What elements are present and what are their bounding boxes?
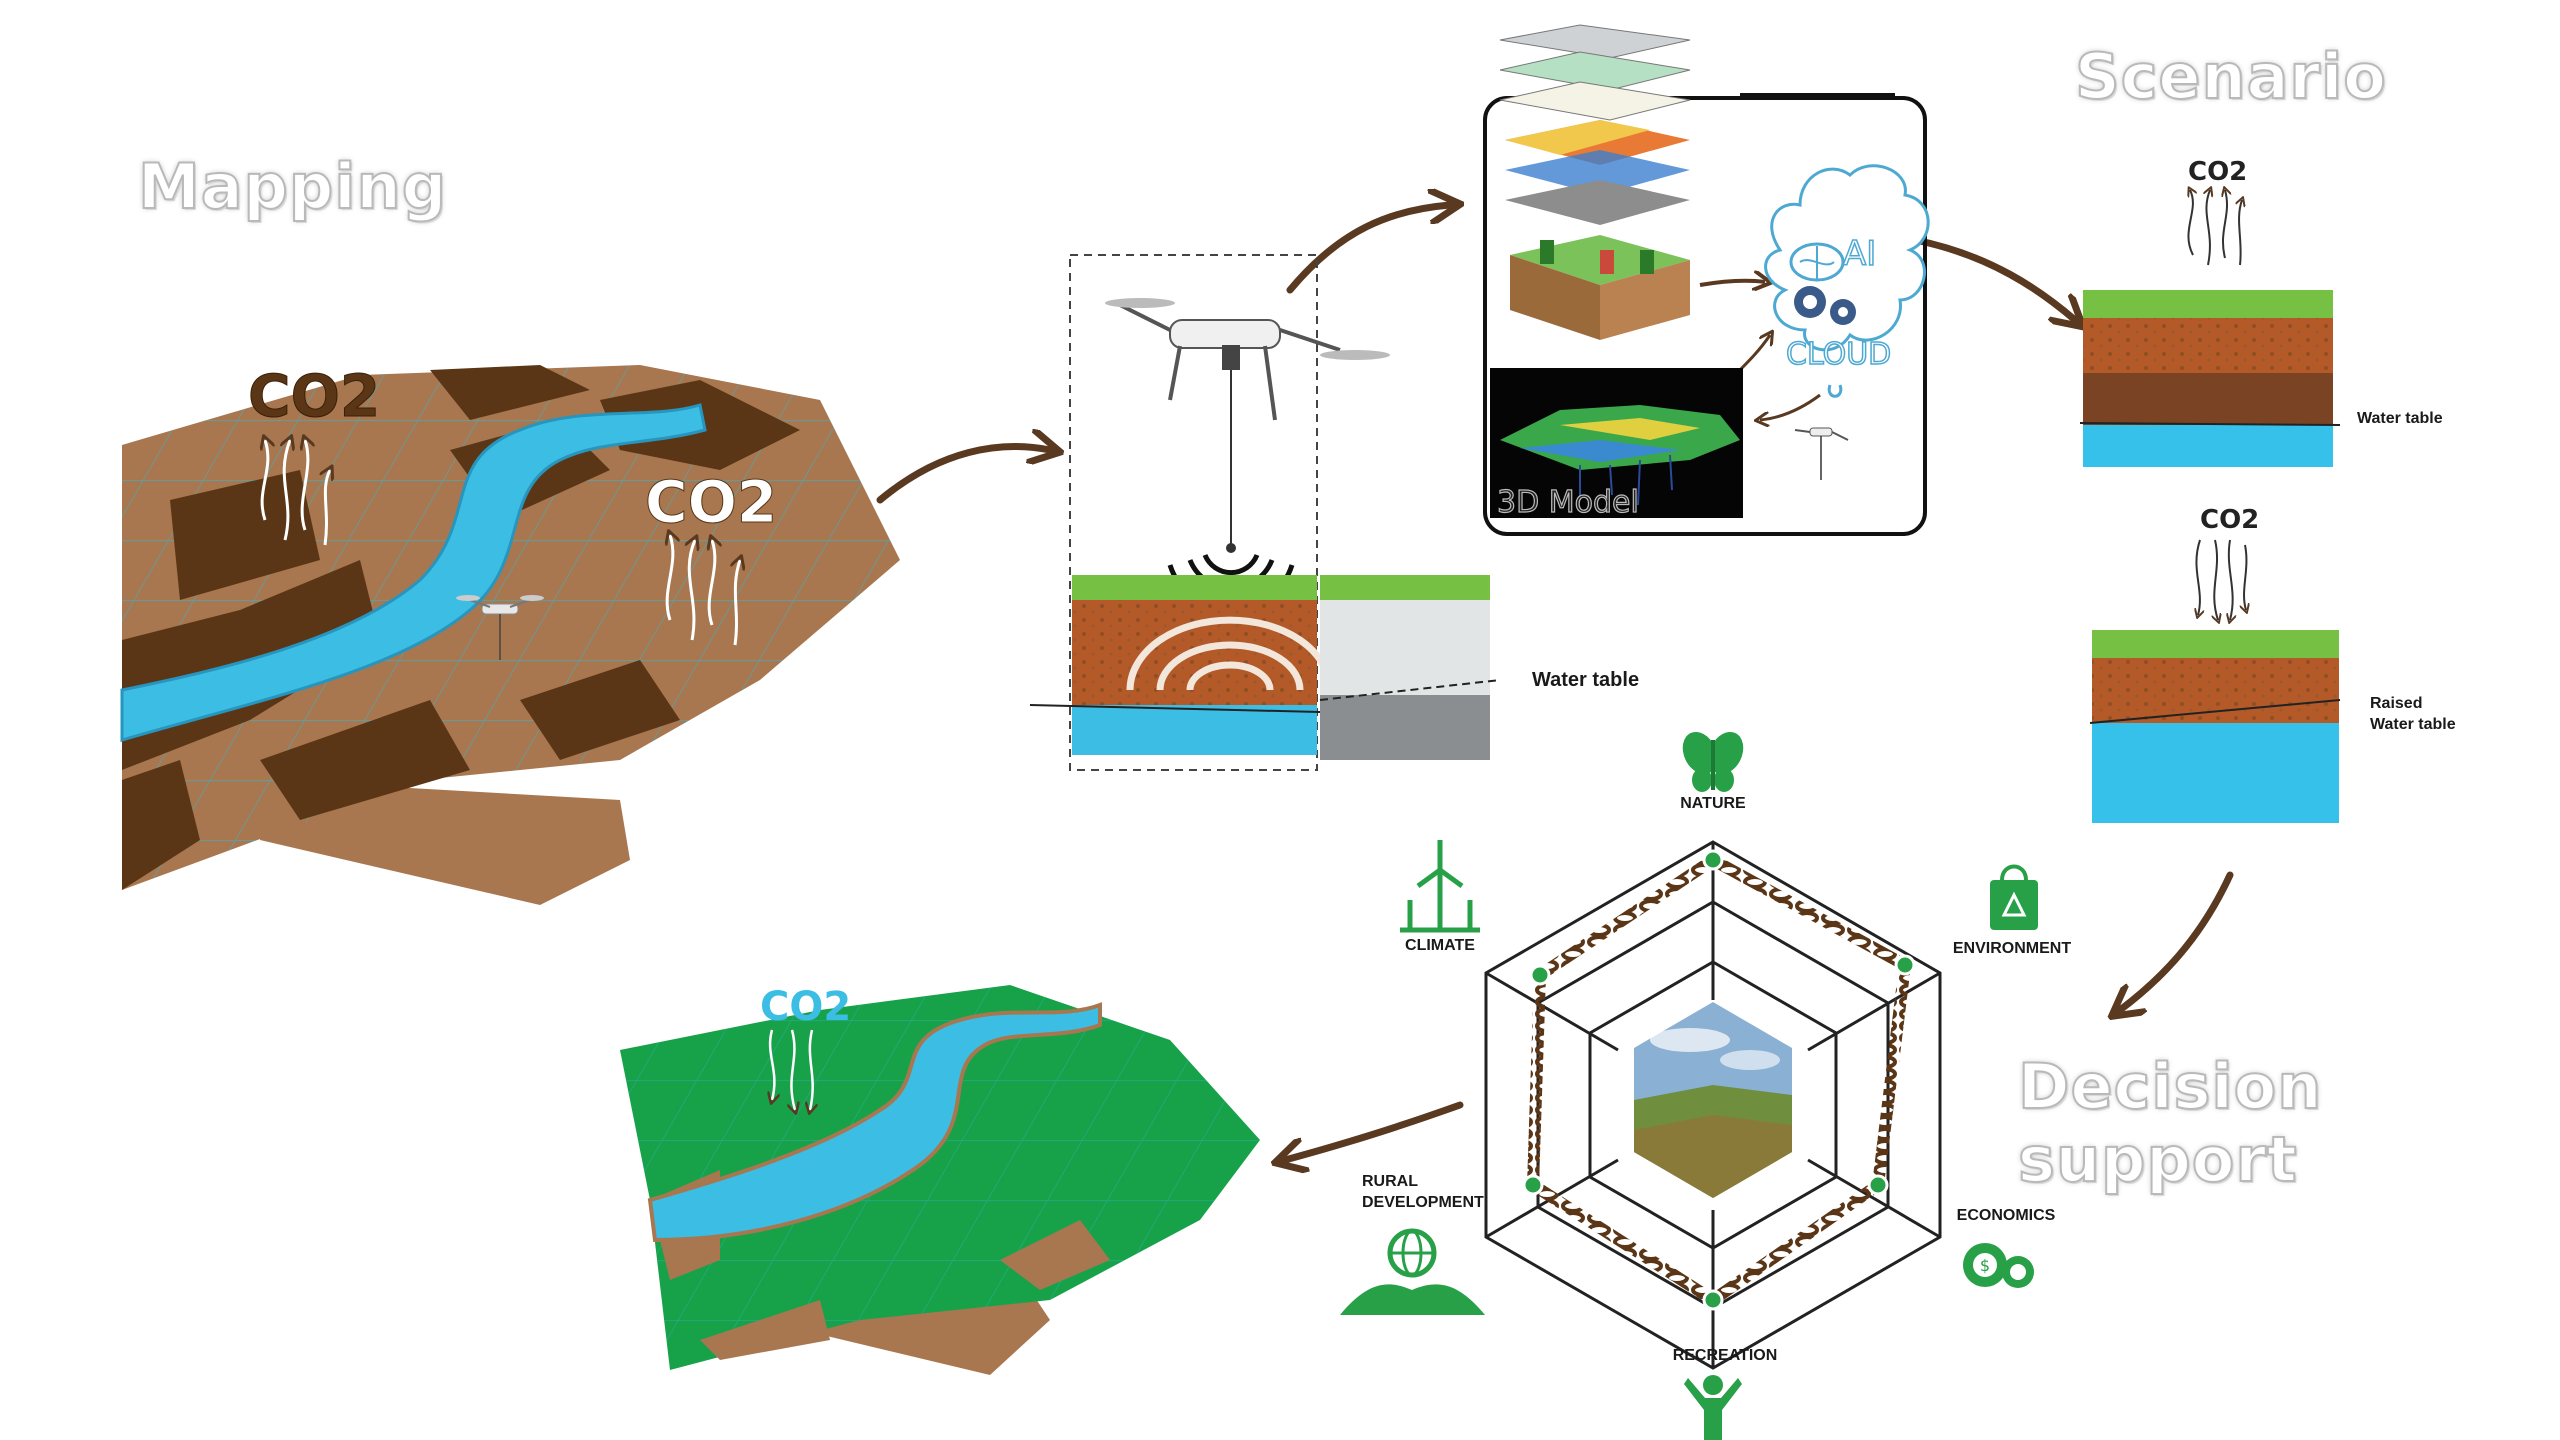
scenario-top-water-label: Water table [2357,410,2443,427]
mapping-landscape: CO2 CO2 [120,362,900,905]
nature-label: NATURE [1680,795,1746,812]
recreation-label: RECREATION [1673,1347,1778,1364]
climate-label: CLIMATE [1405,937,1475,954]
decision-support-title: Decision support [2017,1049,2323,1197]
brain-icon [1789,242,1845,282]
sensing-panel: Water table [1029,254,1639,771]
svg-text:$: $ [1980,1256,1990,1275]
model-panel: AI CLOUD [1483,24,1930,536]
landscape-photo [1634,1002,1792,1198]
mapping-co2-right: CO2 [645,468,777,536]
ai-label: AI [1843,234,1876,274]
butterfly-icon [1682,731,1744,792]
scenario-title: Scenario [2074,39,2387,114]
scenario-raised-water-line2: Water table [2370,716,2456,733]
scenario-raised: CO2 Raised Water table [2089,505,2456,823]
co2-emission-arrows-right [667,535,740,646]
economics-label: ECONOMICS [1957,1207,2056,1224]
sensing-water-table-label: Water table [1532,669,1639,691]
wind-turbine-icon [1400,840,1480,933]
result-co2-label: CO2 [760,984,851,1030]
3d-model-label: 3D Model [1497,485,1639,520]
survey-drone-icon [1105,298,1390,553]
co2-emission-arrows-left [262,440,330,546]
small-drone-icon [1794,427,1849,480]
person-icon [1684,1375,1742,1440]
result-landscape: CO2 [620,984,1260,1375]
mapping-co2-left: CO2 [248,362,380,430]
ai-cloud: AI CLOUD [1764,164,1930,398]
gear-icon [1794,286,1856,325]
scenario-bottom-co2: CO2 [2200,505,2259,535]
mapping-title: Mapping [137,149,448,224]
scenario-top-co2: CO2 [2188,157,2247,187]
hexagon-data-points [1522,849,1916,1311]
coins-gear-icon: $ [1963,1243,2034,1288]
scenario-current: CO2 Water table [2079,157,2443,467]
scenario-raised-water-line1: Raised [2370,695,2422,712]
rural-label-line2: DEVELOPMENT [1362,1194,1484,1211]
rural-label-line1: RURAL [1362,1173,1418,1190]
environment-label: ENVIRONMENT [1953,940,2071,957]
decision-hexagon [1484,840,1942,1370]
flow-arrows [876,205,2234,1160]
globe-hands-icon [1340,1228,1485,1315]
cloud-label: CLOUD [1786,337,1891,372]
recycle-bag-icon [1990,864,2038,930]
drone-icon [456,595,544,660]
